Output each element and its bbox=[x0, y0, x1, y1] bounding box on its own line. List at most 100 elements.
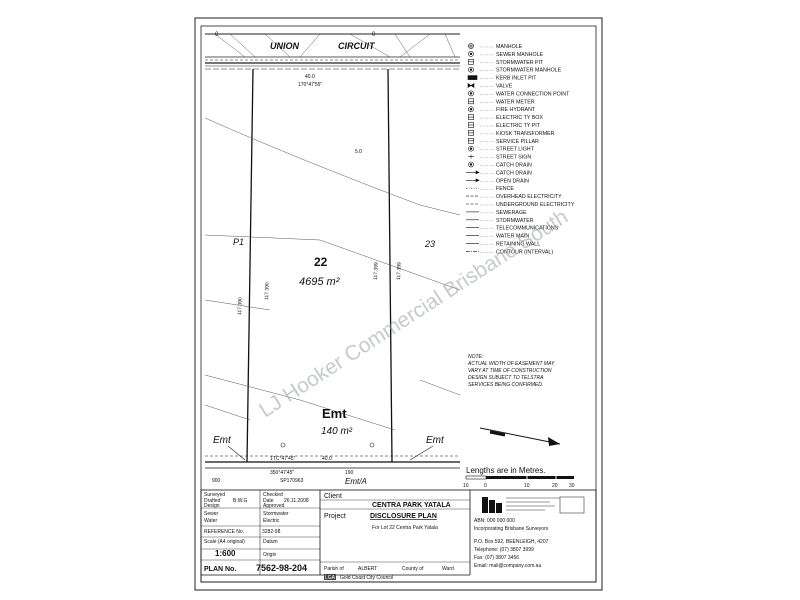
line-arrow-icon bbox=[466, 170, 480, 175]
circle-dot-icon bbox=[468, 90, 474, 97]
svg-text:Date: Date bbox=[263, 498, 274, 504]
legend-row: STREET SIGN bbox=[468, 154, 531, 161]
legend-label: FIRE HYDRANT bbox=[496, 107, 536, 113]
legend-label: STORMWATER PIT bbox=[496, 60, 544, 66]
square-e-icon bbox=[468, 122, 474, 128]
legend-row: OVERHEAD ELECTRICITY bbox=[466, 194, 562, 200]
legend-label: UNDERGROUND ELECTRICITY bbox=[496, 202, 575, 208]
legend-label: CATCH DRAIN bbox=[496, 163, 532, 169]
north-arrow bbox=[479, 427, 561, 446]
legend-row: SEWERAGE bbox=[466, 210, 527, 216]
adjacent-lot-left: P1 bbox=[233, 237, 244, 247]
legend-label: OVERHEAD ELECTRICITY bbox=[496, 194, 562, 200]
legend-label: KIOSK TRANSFORMER bbox=[496, 131, 555, 137]
svg-text:0: 0 bbox=[372, 32, 376, 38]
legend-row: STORMWATER bbox=[466, 218, 534, 224]
plan-no-label: PLAN No. bbox=[204, 566, 236, 573]
bottom-plan: SP170963 bbox=[280, 478, 304, 484]
lengths-label: Lengths are in Metres. bbox=[466, 466, 546, 475]
scale-bar: 10 0 10 20 30 bbox=[463, 475, 575, 489]
svg-text:Stormwater: Stormwater bbox=[263, 511, 289, 517]
legend-label: TELECOMMUNICATIONS bbox=[496, 226, 559, 232]
legend-row: OPEN DRAIN bbox=[466, 178, 529, 184]
legend-row: CONTOUR (INTERVAL) bbox=[466, 249, 553, 255]
scale-value: 1:600 bbox=[215, 549, 236, 558]
council-badge bbox=[324, 574, 336, 580]
legend-row: FENCE bbox=[466, 186, 514, 192]
title-block: Surveyed Drafted Design B.W.G Checked Da… bbox=[200, 489, 597, 583]
legend-label: MANHOLE bbox=[496, 44, 523, 50]
legend-label: WATER METER bbox=[496, 99, 535, 105]
scale-tick-3: 20 bbox=[552, 483, 558, 489]
circle-s-icon bbox=[468, 66, 474, 73]
svg-text:Surveyed: Surveyed bbox=[204, 492, 225, 498]
company-line-1: Incorporating Brisbane Surveyors bbox=[474, 526, 549, 532]
plan-date: 26.11.2008 bbox=[284, 498, 309, 504]
client-label: Client bbox=[324, 493, 342, 500]
svg-text:Datum: Datum bbox=[263, 539, 278, 545]
scale-label: Scale (A4 original) bbox=[204, 539, 245, 545]
legend-row: UNDERGROUND ELECTRICITY bbox=[466, 202, 575, 208]
county-value: Ward bbox=[442, 566, 454, 572]
square-grid-icon bbox=[468, 58, 474, 65]
legend-label: OPEN DRAIN bbox=[496, 178, 529, 184]
legend-label: FENCE bbox=[496, 186, 514, 192]
scale-tick-4: 30 bbox=[569, 483, 575, 489]
bottom-bearing: 350°47'45" bbox=[270, 470, 294, 476]
map-area: 0 0 UNION CIRCUIT 40.0 170°47'55" 5.0 P1… bbox=[204, 32, 575, 489]
plan-no-value: 7562-98-204 bbox=[256, 563, 307, 573]
company-logo bbox=[482, 496, 585, 514]
legend-row: SEWER MANHOLE bbox=[468, 51, 544, 58]
svg-text:Design: Design bbox=[204, 503, 220, 509]
street-name-left: UNION bbox=[270, 41, 300, 51]
legend-label: ELECTRIC TY BOX bbox=[496, 115, 543, 121]
frontage-top: 40.0 bbox=[305, 74, 315, 80]
easement-label: Emt bbox=[322, 406, 347, 421]
legend-label: STORMWATER bbox=[496, 218, 534, 224]
reference-label: REFERENCE No. bbox=[204, 529, 244, 535]
project-label: Project bbox=[324, 513, 346, 520]
adjacent-lot-right: 23 bbox=[424, 239, 435, 249]
legend-label: RETAINING WALL bbox=[496, 242, 540, 248]
svg-text:5.0: 5.0 bbox=[355, 149, 362, 155]
legend-row: RETAINING WALL bbox=[466, 242, 540, 248]
svg-text:0: 0 bbox=[215, 32, 219, 38]
legend-label: KERB INLET PIT bbox=[496, 76, 537, 82]
street-name-right: CIRCUIT bbox=[338, 41, 376, 51]
legend-row: WATER MAIN bbox=[466, 234, 529, 240]
legend-row: MANHOLE bbox=[468, 43, 523, 50]
lot-number: 22 bbox=[314, 255, 328, 269]
client-value: CENTRA PARK YATALA bbox=[372, 502, 451, 509]
legend-label: CONTOUR (INTERVAL) bbox=[496, 249, 553, 255]
boundary-left-label: 117.390 bbox=[264, 282, 271, 300]
easement-left: Emt bbox=[213, 435, 232, 446]
company-line-4: Fax: (07) 3807 3456 bbox=[474, 555, 519, 561]
kerb-inlet-icon bbox=[467, 75, 478, 80]
council-name: Gold Coast City Council bbox=[340, 575, 393, 581]
easement-bottom: Emt/A bbox=[345, 477, 367, 486]
legend-row: ELECTRIC TY PIT bbox=[468, 122, 541, 129]
legend-row: ELECTRIC TY BOX bbox=[468, 114, 543, 121]
parish-value: ALBERT bbox=[358, 566, 377, 572]
plan-note: NOTE: ACTUAL WIDTH OF EASEMENT MAY VARY … bbox=[467, 354, 555, 388]
legend-label: SEWER MANHOLE bbox=[496, 52, 544, 58]
project-title: DISCLOSURE PLAN bbox=[370, 513, 437, 520]
svg-text:VARY AT TIME OF CONSTRUCTION: VARY AT TIME OF CONSTRUCTION bbox=[468, 368, 552, 374]
easement-right: Emt bbox=[426, 435, 445, 446]
svg-text:Approved: Approved bbox=[263, 503, 285, 509]
legend-row: STREET LIGHT bbox=[468, 145, 535, 153]
legend-label: SERVICE PILLAR bbox=[496, 139, 539, 145]
company-line-5: Email: mail@company.com.au bbox=[474, 563, 541, 569]
svg-text:117.399: 117.399 bbox=[396, 262, 403, 280]
legend-row: WATER METER bbox=[468, 98, 535, 105]
lot-boundary-right bbox=[387, 68, 393, 463]
bottom-left-ref: 900 bbox=[212, 478, 221, 484]
bearing-top: 170°47'55" bbox=[298, 82, 322, 88]
page-border bbox=[194, 17, 603, 591]
square-e-icon bbox=[468, 114, 474, 120]
svg-text:Checked: Checked bbox=[263, 492, 283, 498]
company-line-2: P.O. Box 592, BEENLEIGH, 4207 bbox=[474, 539, 549, 545]
legend-row: CATCH DRAIN bbox=[468, 161, 532, 169]
project-subtitle: For Lot 22 Centra Park Yatala bbox=[372, 525, 438, 531]
